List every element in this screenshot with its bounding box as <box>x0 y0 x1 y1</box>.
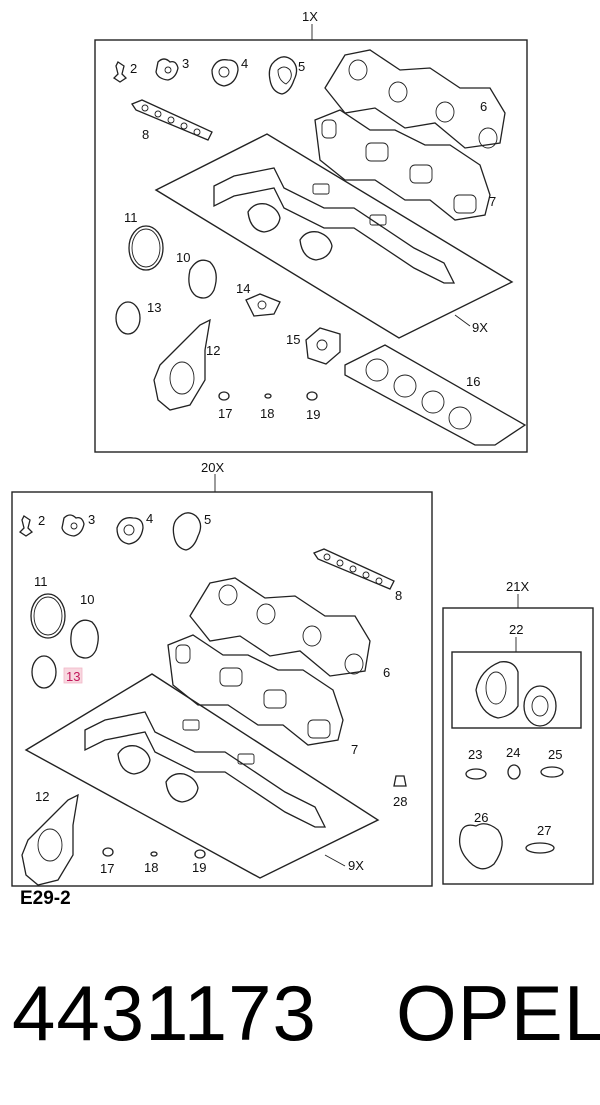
label-13: 13 <box>147 300 161 315</box>
o-ring-23-icon <box>465 768 487 780</box>
label-28: 28 <box>393 794 407 809</box>
gasket-14-icon <box>245 293 281 317</box>
label-19: 19 <box>306 407 320 422</box>
o-ring-11-icon <box>128 225 164 271</box>
washer-19-icon <box>194 849 206 859</box>
label-9: 9X <box>348 858 364 873</box>
label-6: 6 <box>480 99 487 114</box>
kit-20x-qty-label: 20X <box>201 460 224 475</box>
label-16: 16 <box>466 374 480 389</box>
label-11: 11 <box>34 574 48 589</box>
kit-20x: 20X 2 3 4 5 8 6 <box>11 460 433 887</box>
part-number: 4431173 <box>12 969 317 1057</box>
label-19: 19 <box>192 860 206 875</box>
label-4: 4 <box>146 511 153 526</box>
chain-gasket-8-icon <box>313 548 395 590</box>
kit-1x: 1X 2 3 4 5 6 <box>94 9 528 453</box>
washer-19-icon <box>306 391 318 401</box>
o-ring-13-icon <box>31 655 57 689</box>
gasket-12-icon <box>153 318 211 411</box>
seal-28-icon <box>393 775 407 787</box>
manifold-gasket-6-icon <box>189 577 371 677</box>
washer-18-icon <box>150 851 158 857</box>
label-12: 12 <box>206 343 220 358</box>
kit-20x-frame <box>11 491 433 887</box>
label-3: 3 <box>182 56 189 71</box>
label-23: 23 <box>468 747 482 762</box>
label-8: 8 <box>142 127 149 142</box>
o-ring-27-icon <box>525 842 555 854</box>
manifold-gasket-6-icon <box>324 49 506 149</box>
gasket-2-icon <box>112 61 128 83</box>
label-13-highlight <box>63 667 83 684</box>
label-5: 5 <box>298 59 305 74</box>
figure-code: E29-2 <box>20 888 71 909</box>
kit-21x-frame <box>442 607 594 885</box>
manifold-gasket-7-icon <box>167 634 344 746</box>
gasket-3-icon <box>155 58 179 81</box>
valve-cover-gasket-group-9 <box>154 133 514 339</box>
seal-24-icon <box>507 764 521 780</box>
washer-17-icon <box>102 847 114 857</box>
label-4: 4 <box>241 56 248 71</box>
label-26: 26 <box>474 810 488 825</box>
label-7: 7 <box>351 742 358 757</box>
label-15: 15 <box>286 332 300 347</box>
label-14: 14 <box>236 281 250 296</box>
seal-10-icon <box>188 259 217 299</box>
seal-10-icon <box>70 619 99 659</box>
label-9: 9X <box>472 320 488 335</box>
gasket-12-icon <box>21 793 79 886</box>
label-12: 12 <box>35 789 49 804</box>
o-ring-25-icon <box>540 766 564 778</box>
label-2: 2 <box>38 513 45 528</box>
shaft-seal-icon <box>523 685 557 727</box>
kit-1x-qty-label: 1X <box>302 9 318 24</box>
manifold-gasket-7-icon <box>314 109 491 221</box>
gasket-26-icon <box>458 823 503 870</box>
label-7: 7 <box>489 194 496 209</box>
label-2: 2 <box>130 61 137 76</box>
label-5: 5 <box>204 512 211 527</box>
gasket-5-icon <box>172 512 202 551</box>
o-ring-13-icon <box>115 301 141 335</box>
label-17: 17 <box>218 406 232 421</box>
label-6: 6 <box>383 665 390 680</box>
brand-name: OPEL <box>396 969 600 1057</box>
kit-1x-frame <box>94 39 528 453</box>
valve-cover-gasket-group-9 <box>24 673 380 879</box>
label-18: 18 <box>260 406 274 421</box>
washer-18-icon <box>264 393 272 399</box>
o-ring-11-icon <box>30 593 66 639</box>
label-10: 10 <box>176 250 190 265</box>
washer-17-icon <box>218 391 230 401</box>
label-27: 27 <box>537 823 551 838</box>
label-25: 25 <box>548 747 562 762</box>
kit-21x: 21X 22 23 24 25 26 27 <box>442 579 594 885</box>
label-3: 3 <box>88 512 95 527</box>
gasket-15-icon <box>305 327 341 365</box>
chain-gasket-8-icon <box>131 99 213 141</box>
label-8: 8 <box>395 588 402 603</box>
gasket-3-icon <box>61 514 85 537</box>
label-10: 10 <box>80 592 94 607</box>
label-17: 17 <box>100 861 114 876</box>
gasket-4-icon <box>211 59 239 87</box>
gasket-4-icon <box>116 517 144 545</box>
gasket-5-icon <box>268 56 298 95</box>
head-gasket-16-icon <box>344 344 527 446</box>
label-13: 13 <box>66 669 80 684</box>
label-18: 18 <box>144 860 158 875</box>
rear-main-seal-icon <box>475 661 519 719</box>
gasket-2-icon <box>18 515 34 537</box>
label-11: 11 <box>124 210 138 225</box>
label-22: 22 <box>509 622 523 637</box>
kit-21x-qty-label: 21X <box>506 579 529 594</box>
seal-set-22-frame <box>451 651 582 729</box>
label-24: 24 <box>506 745 520 760</box>
